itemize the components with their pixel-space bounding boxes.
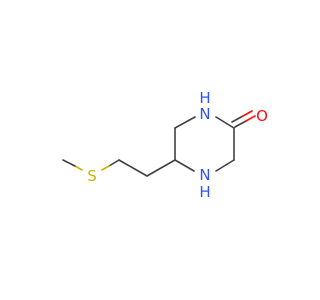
bond-c2-n1 bbox=[215, 116, 235, 129]
bond-c2-o-a bbox=[234, 120, 247, 128]
atom-s-symbol: S bbox=[87, 167, 97, 185]
bond-n1-c6 bbox=[174, 116, 196, 129]
atom-o-symbol: O bbox=[256, 107, 268, 125]
bond-c5-n4 bbox=[174, 159, 195, 172]
atom-n1-symbol: N bbox=[199, 105, 210, 123]
bond-c5-ca bbox=[146, 159, 176, 177]
structure-canvas: H N N H O S bbox=[62, 89, 268, 201]
bond-ca-cb bbox=[118, 159, 148, 177]
bond-c2-o-a-red bbox=[245, 115, 256, 122]
molecule-diagram: H N N H O S bbox=[62, 89, 268, 201]
bond-cb-s-yellow bbox=[101, 165, 110, 171]
bond-c2-o-b bbox=[231, 115, 244, 123]
atom-n1-label: H bbox=[199, 89, 210, 107]
atom-n4-label: H bbox=[199, 183, 210, 201]
atom-n4-symbol: N bbox=[199, 166, 210, 184]
bond-n4-c3 bbox=[215, 159, 235, 172]
bond-s-me bbox=[62, 159, 76, 167]
bond-cb-s bbox=[108, 159, 120, 167]
bond-s-me-yellow bbox=[74, 165, 83, 171]
bond-c2-o-b-red bbox=[242, 110, 253, 117]
